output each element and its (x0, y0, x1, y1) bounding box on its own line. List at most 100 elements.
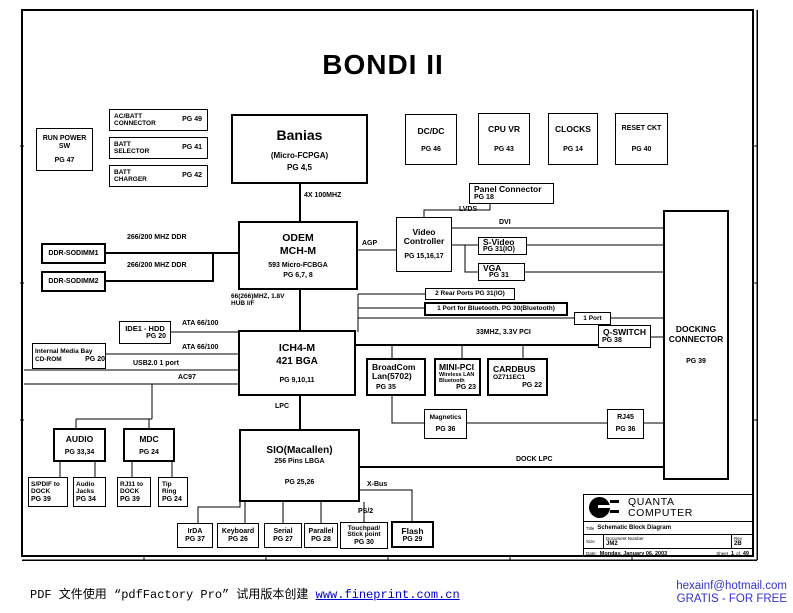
schematic-title: Schematic Block Diagram (597, 525, 672, 531)
page-ref: PG 20 (146, 333, 166, 340)
block-label: ICH4-M (278, 341, 316, 354)
block-label: 2 Rear Ports PG 31(IO) (435, 290, 505, 298)
block-label: Parallel (308, 527, 334, 535)
block-cpu-vr: CPU VR PG 43 (478, 113, 530, 165)
page-ref: PG 46 (421, 145, 441, 153)
block-batt-charger: BATT CHARGER PG 42 (109, 165, 208, 187)
quanta-logo-icon (610, 510, 619, 513)
doc-number-label: Document Number (606, 536, 644, 541)
block-keyboard: Keyboard PG 26 (217, 523, 259, 548)
block-panel-connector: Panel Connector PG 18 (469, 183, 554, 204)
block-label: AUDIO (65, 433, 94, 444)
page-ref: PG 22 (522, 382, 542, 389)
net-label-dvi: DVI (499, 219, 511, 226)
pdf-watermark-text: PDF 文件使用 “pdfFactory Pro” 试用版本创建 (30, 588, 316, 602)
block-label: CLOCKS (555, 124, 591, 134)
quanta-logo-icon (598, 505, 612, 508)
block-label: VGA (483, 263, 502, 273)
page-ref: PG 40 (631, 145, 652, 153)
block-label: ODEM (282, 231, 314, 244)
block-batt-selector: BATT SELECTOR PG 41 (109, 137, 208, 159)
block-label: Keyboard (221, 527, 255, 535)
page-ref: PG 39 (686, 358, 706, 365)
page-ref: PG 37 (185, 535, 205, 543)
block-label: CARDBUS (493, 364, 536, 374)
block-label: DOCK (31, 488, 51, 495)
page-ref: PG 20 (85, 355, 105, 363)
block-audio: AUDIO PG 33,34 (53, 428, 106, 462)
block-label: MDC (139, 433, 159, 444)
block-label: SELECTOR (114, 148, 150, 155)
block-label: BATT (114, 140, 131, 148)
page-ref: PG 23 (456, 383, 476, 391)
of-label: of (736, 551, 740, 556)
net-label-ddr-bottom: 266/200 MHZ DDR (127, 262, 187, 269)
block-label: CONNECTOR (668, 334, 724, 344)
block-label: 1 Port (583, 314, 602, 322)
block-label: Internal Media Bay (35, 348, 93, 356)
block-label: Banias (276, 126, 323, 143)
net-label-lvds: LVDS (459, 206, 478, 213)
block-sio-macallen: SIO(Macallen) 256 Pins LBGA PG 25,26 (239, 429, 360, 502)
email-link[interactable]: hexainf@hotmail.com (676, 580, 787, 592)
rev-value: 2B (734, 541, 742, 547)
block-label: Ring (162, 488, 177, 495)
net-label-ata-top: ATA 66/100 (182, 320, 219, 327)
block-video-controller: Video Controller PG 15,16,17 (396, 217, 452, 272)
block-label: Video (412, 227, 436, 237)
block-sublabel: (Micro-FCPGA) (270, 150, 329, 160)
block-s-video: S-Video PG 31(IO) (478, 237, 527, 255)
block-label: S/PDIF to (31, 480, 60, 488)
block-label: RJ45 (617, 414, 634, 421)
block-touchpad-stickpoint: Touchpad/ Stick point PG 30 (340, 522, 388, 549)
net-label-pci: 33MHZ, 3.3V PCI (476, 329, 531, 336)
block-cardbus: CARDBUS OZ711EC1 PG 22 (487, 358, 548, 396)
block-internal-media-bay: Internal Media Bay CD-ROM PG 20 (32, 343, 106, 369)
quanta-logo-icon (610, 500, 619, 503)
block-label: 421 BGA (276, 355, 318, 367)
page-ref: PG 28 (311, 535, 331, 543)
block-mdc: MDC PG 24 (123, 428, 175, 462)
block-clocks: CLOCKS PG 14 (548, 113, 598, 165)
block-run-power-sw: RUN POWER SW PG 47 (36, 128, 93, 171)
block-rj45: RJ45 PG 36 (607, 409, 644, 439)
block-label: RESET CKT (621, 124, 662, 132)
net-label-hub-if: 66(266)MHZ, 1.8V HUB I/F (231, 293, 284, 307)
block-irda: IrDA PG 37 (177, 523, 213, 548)
net-label-ac97: AC97 (178, 374, 196, 381)
page-ref: PG 14 (563, 146, 583, 153)
block-label: DDR-SODIMM1 (48, 249, 99, 257)
block-label: MINI-PCI (439, 361, 474, 372)
net-label-ata-bottom: ATA 66/100 (182, 344, 219, 351)
block-label: BATT (114, 168, 131, 176)
block-label: Flash (401, 525, 424, 536)
net-label-dock-lpc: DOCK LPC (516, 456, 553, 463)
page-ref: PG 34 (76, 495, 96, 503)
page-ref: PG 42 (182, 172, 202, 179)
rev-label: Rev (734, 536, 743, 541)
block-vga: VGA PG 31 (478, 263, 525, 281)
net-label-agp: AGP (362, 240, 378, 247)
pdf-watermark: PDF 文件使用 “pdfFactory Pro” 试用版本创建 www.fin… (30, 585, 460, 602)
page-ref: PG 43 (494, 146, 514, 153)
page-ref: PG 18 (474, 194, 494, 201)
page-ref: PG 29 (402, 535, 423, 543)
block-flash: Flash PG 29 (391, 521, 434, 548)
title-label: Title (586, 525, 595, 531)
page-ref: PG 47 (54, 156, 75, 164)
net-label-4x100mhz: 4X 100MHZ (304, 192, 342, 199)
block-label: MCH-M (279, 244, 317, 257)
block-label: Stick point (347, 531, 381, 538)
page-ref: PG 4,5 (287, 162, 312, 172)
block-magnetics: Magnetics PG 36 (424, 409, 467, 439)
date-value: Monday, January 06, 2003 (599, 550, 668, 557)
page-ref: PG 36 (435, 425, 456, 433)
fineprint-link[interactable]: www.fineprint.com.cn (315, 588, 460, 602)
page-ref: PG 33,34 (64, 448, 95, 456)
block-label: BroadCom (372, 361, 416, 372)
sheet-total: 49 (742, 550, 749, 557)
page-ref: PG 39 (31, 495, 51, 503)
block-sublabel: 593 Micro-FCBGA (268, 261, 328, 269)
company-name: COMPUTER (628, 507, 693, 519)
